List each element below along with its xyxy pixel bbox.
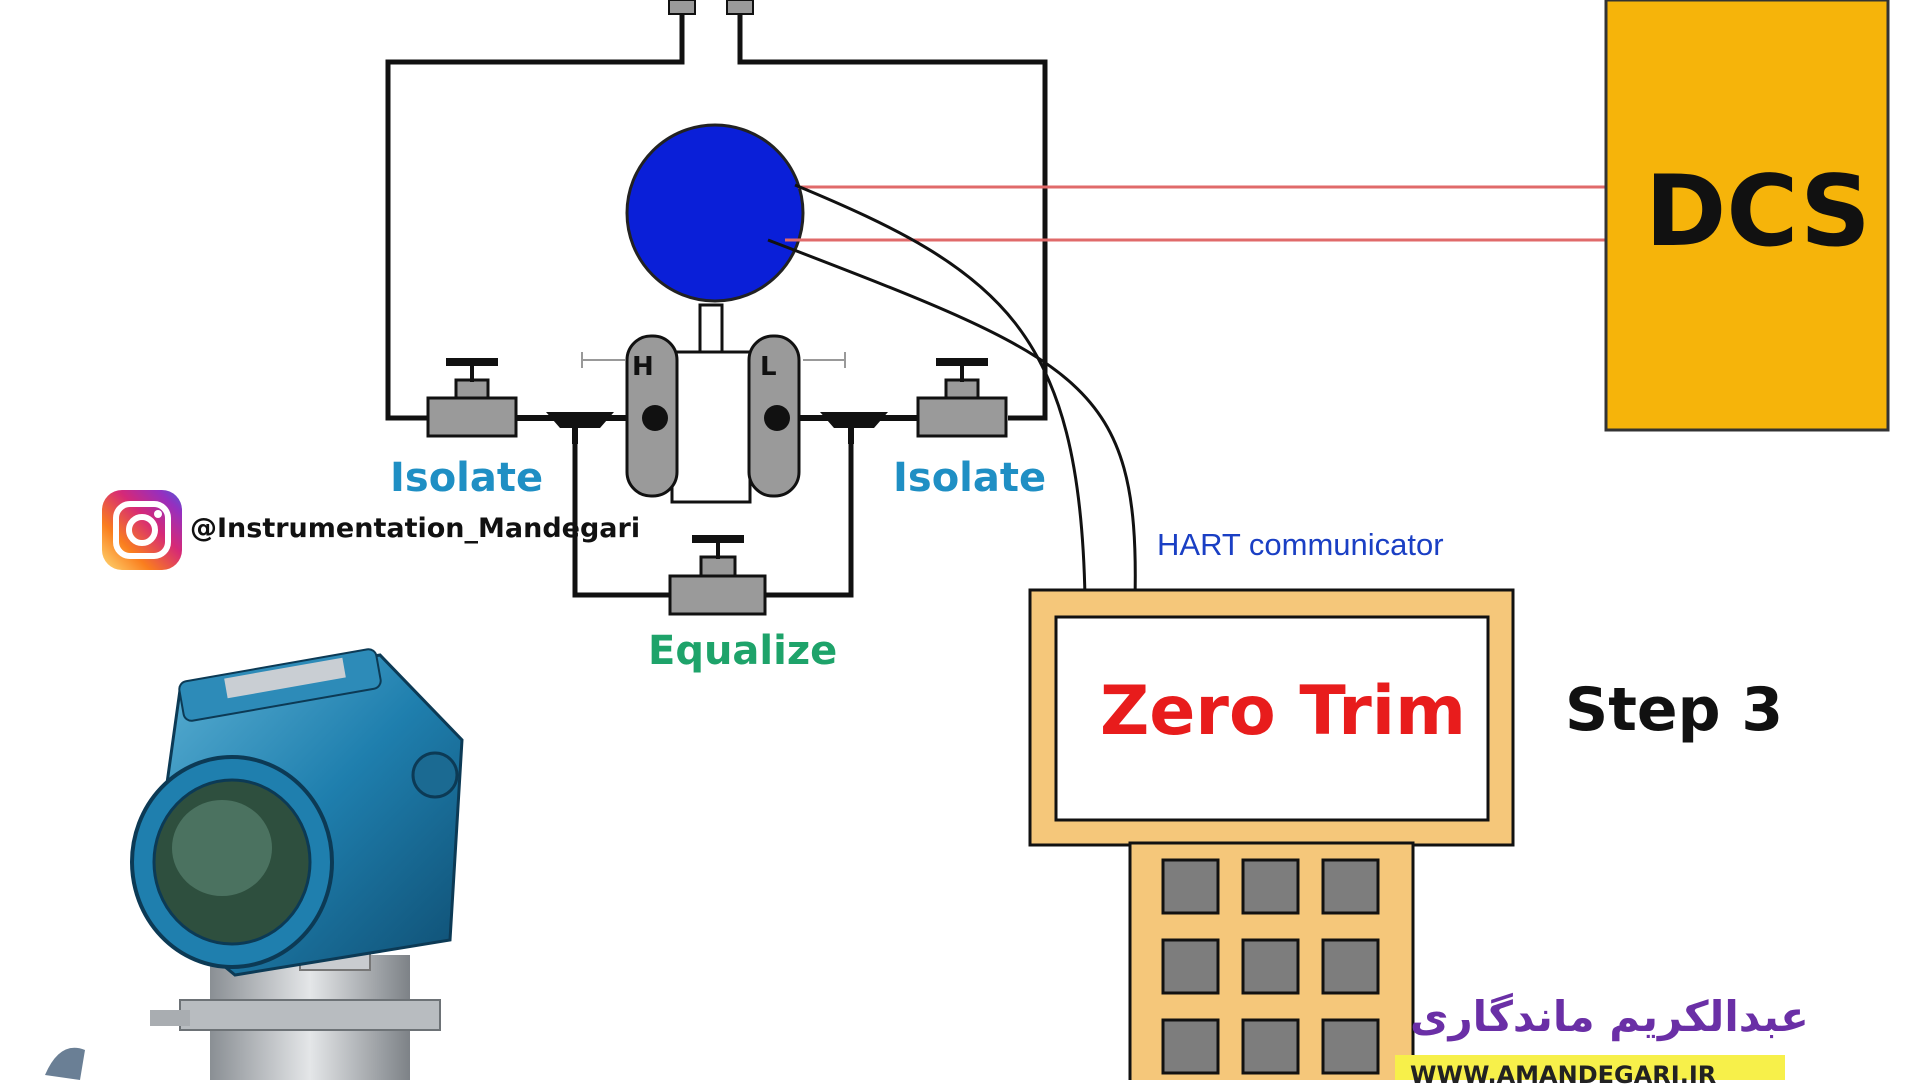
screen-zero-trim-text: Zero Trim xyxy=(1100,672,1466,751)
keypad-key xyxy=(1321,938,1380,995)
port-label-high: H xyxy=(632,352,654,382)
keypad-key xyxy=(1161,938,1220,995)
equalize-label: Equalize xyxy=(648,628,838,674)
keypad-key xyxy=(1161,858,1220,915)
tee-fitting-left xyxy=(546,412,614,444)
keypad-key xyxy=(1241,1018,1300,1075)
isolate-label-left: Isolate xyxy=(390,455,544,501)
keypad-key xyxy=(1161,1018,1220,1075)
keypad-key xyxy=(1241,938,1300,995)
top-fitting xyxy=(668,0,754,55)
instagram-icon xyxy=(102,490,182,570)
port-label-low: L xyxy=(760,352,777,382)
keypad-key xyxy=(1241,858,1300,915)
hart-lead-2 xyxy=(767,238,1137,599)
keypad-key xyxy=(1321,858,1380,915)
isolate-label-right: Isolate xyxy=(893,455,1047,501)
step-label: Step 3 xyxy=(1565,675,1784,745)
hart-lead-1 xyxy=(794,183,1087,599)
equalize-valve xyxy=(668,535,767,616)
hart-communicator-label: HART communicator xyxy=(1157,527,1444,562)
website-text: WWW.AMANDEGARI.IR xyxy=(1410,1061,1717,1089)
transmitter-head xyxy=(625,123,805,303)
isolate-valve-right xyxy=(916,358,1008,438)
dcs-label: DCS xyxy=(1645,155,1871,269)
author-name: عبدالکریم ماندگاری xyxy=(1410,992,1809,1041)
pressure-transmitter-photo xyxy=(45,648,464,1080)
tee-fitting-right xyxy=(820,412,888,444)
impulse-line-frame xyxy=(385,55,1048,421)
dcs-box xyxy=(1604,0,1890,432)
dp-transmitter xyxy=(581,303,846,504)
instagram-handle: @Instrumentation_Mandegari xyxy=(190,513,641,544)
keypad-key xyxy=(1321,1018,1380,1075)
website-band xyxy=(1395,1055,1785,1080)
isolate-valve-left xyxy=(426,358,518,438)
equalize-line xyxy=(572,440,854,598)
keypad xyxy=(1161,858,1380,1075)
